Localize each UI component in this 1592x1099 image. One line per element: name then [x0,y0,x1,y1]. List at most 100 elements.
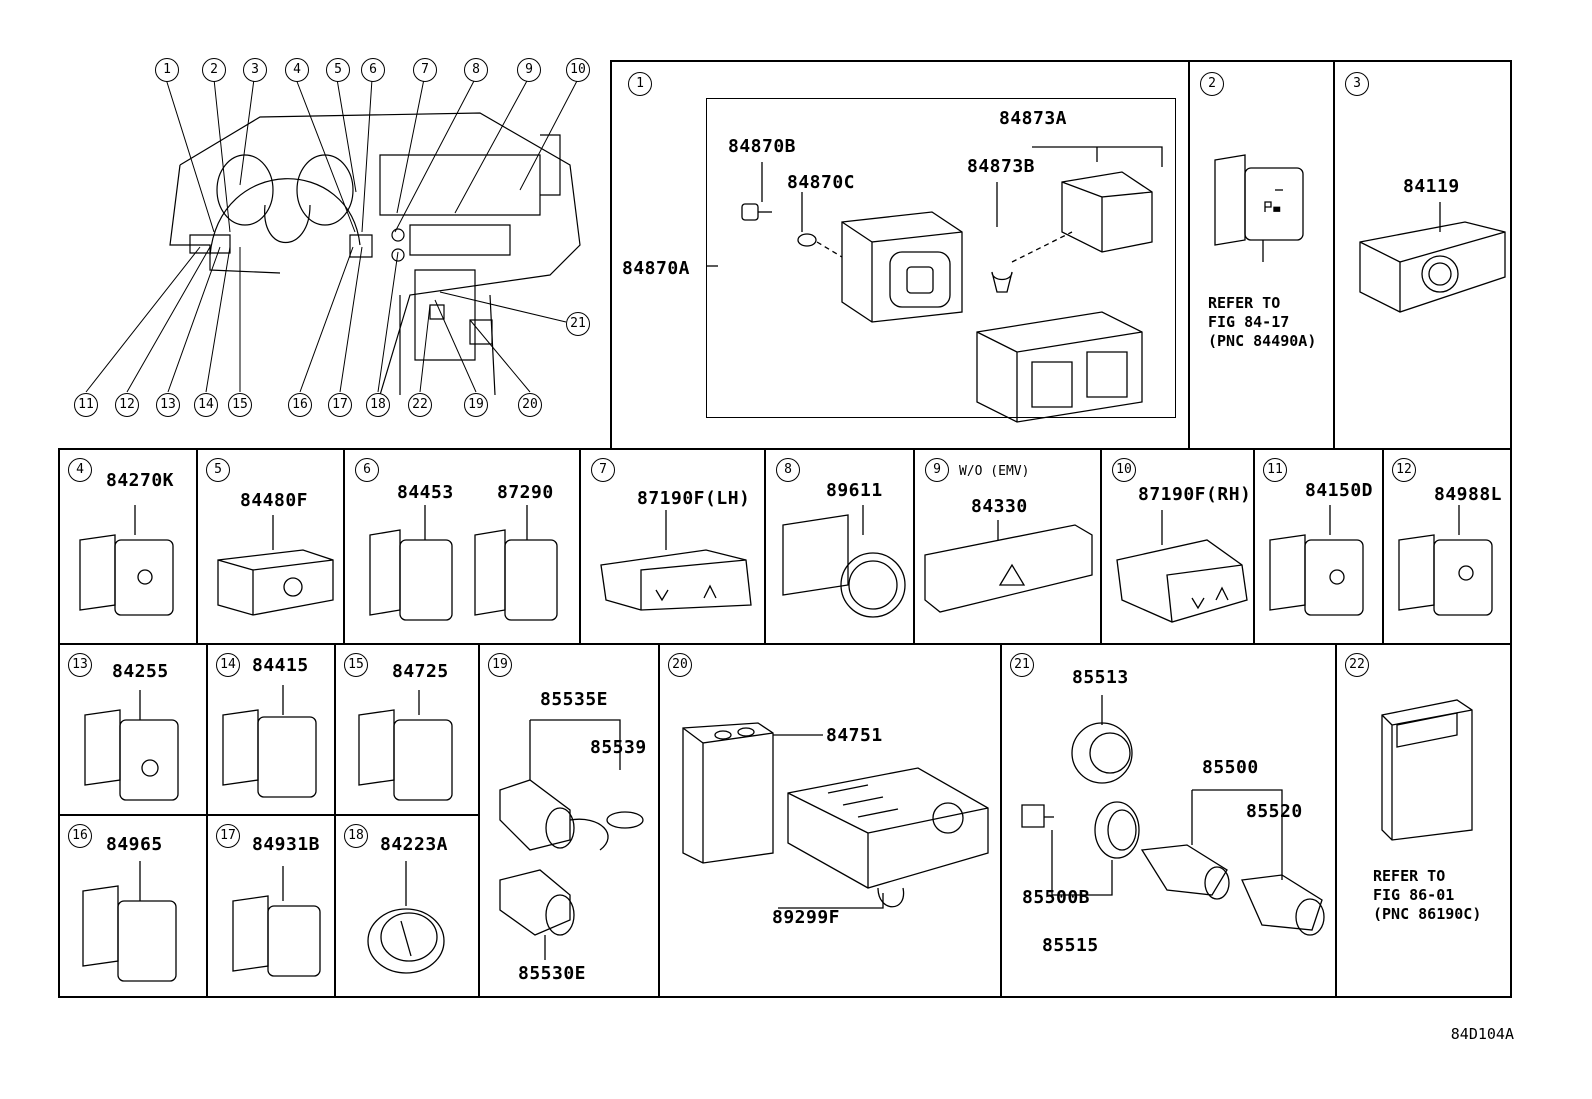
callout-20: 20 [518,393,542,417]
switch-icon [1265,505,1375,635]
callout-11: 11 [74,393,98,417]
switch-icon [228,866,328,986]
cell-7: 7 87190F(LH) [579,448,766,645]
part-number: 85500B [1022,887,1091,908]
part-number: 84870B [728,136,797,157]
part-number: 85500 [1202,757,1259,778]
cigarette-lighter-icon [1012,695,1332,935]
cell-5: 5 84480F [196,448,345,645]
part-number: 84988L [1434,484,1503,505]
callout-9: 9 [517,58,541,82]
callout-1: 1 [155,58,179,82]
part-number: 89299F [772,907,841,928]
cell-20: 20 84751 89299F [658,643,1002,998]
switch-icon [354,690,464,810]
cell-index: 18 [344,824,368,848]
part-number: 84870A [622,258,691,279]
cell-index: 22 [1345,653,1369,677]
switch-icon [80,690,190,810]
part-number: 84270K [106,470,175,491]
part-number: 85530E [518,963,587,984]
cell-index: 1 [628,72,652,96]
callout-17: 17 [328,393,352,417]
callout-8: 8 [464,58,488,82]
part-number: 84873B [967,156,1036,177]
part-number: 85513 [1072,667,1129,688]
cell-index: 11 [1263,458,1287,482]
callout-22: 22 [408,393,432,417]
temp-switch-icon [1112,510,1252,630]
callout-leader-lines-icon [0,0,600,420]
cell-index: 13 [68,653,92,677]
part-number: 84931B [252,834,321,855]
cell-17: 17 84931B [206,814,336,998]
cell-10: 10 87190F(RH) [1100,448,1255,645]
cell-14: 14 84415 [206,643,336,816]
cell-index: 15 [344,653,368,677]
part-number: 87290 [497,482,554,503]
callout-5: 5 [326,58,350,82]
cell-1-frame [706,98,1176,418]
parking-sensor-switch-icon: ≡ [1205,150,1315,262]
callout-4: 4 [285,58,309,82]
cell-6: 6 84453 87290 [343,448,581,645]
callout-19: 19 [464,393,488,417]
part-number: 85515 [1042,935,1099,956]
cell-1: 1 84870B 84870C 84873A 84873B 84870A [610,60,1190,450]
svg-text:≡: ≡ [1273,205,1281,215]
cell-19: 19 85535E 85539 85530E [478,643,660,998]
part-number: 84480F [240,490,309,511]
refer-note: REFER TO FIG 84-17 (PNC 84490A) [1208,294,1317,350]
callout-15: 15 [228,393,252,417]
cell-2: 2 ≡ REFER TO FIG 84-17 (PNC 84490A) [1188,60,1335,450]
part-number: 84965 [106,834,163,855]
part-number: 89611 [826,480,883,501]
part-number: 84119 [1403,176,1460,197]
cell-index: 17 [216,824,240,848]
callout-13: 13 [156,393,180,417]
cell-8: 8 89611 [764,448,915,645]
callout-18: 18 [366,393,390,417]
switch-icon [213,515,338,625]
temp-switch-icon [596,510,756,620]
cell-15: 15 84725 [334,643,480,816]
cell-index: 21 [1010,653,1034,677]
part-number: 84453 [397,482,454,503]
cell-9: 9 W/O (EMV) 84330 [913,448,1102,645]
part-number: 85520 [1246,801,1303,822]
cell-index: 20 [668,653,692,677]
cell-index: 9 [925,458,949,482]
cell-index: 6 [355,458,379,482]
callout-16: 16 [288,393,312,417]
callout-2: 2 [202,58,226,82]
part-number: 84223A [380,834,449,855]
variant-label: W/O (EMV) [959,464,1030,479]
part-number: 84873A [999,108,1068,129]
callout-21: 21 [566,312,590,336]
cell-index: 2 [1200,72,1224,96]
cell-index: 4 [68,458,92,482]
part-number: 87190F(RH) [1138,484,1252,505]
cell-index: 5 [206,458,230,482]
part-number: 84870C [787,172,856,193]
power-outlet-icon [490,720,650,960]
cell-4: 4 84270K [58,448,198,645]
part-number: 84255 [112,661,169,682]
callout-6: 6 [361,58,385,82]
cell-index: 8 [776,458,800,482]
cell-index: 14 [216,653,240,677]
start-button-icon [778,505,908,635]
part-number: 84725 [392,661,449,682]
cell-index: 16 [68,824,92,848]
part-number: 84330 [971,496,1028,517]
cell-21: 21 85513 85500 85520 85500B 85515 [1000,643,1337,998]
callout-14: 14 [194,393,218,417]
switch-icon [1377,695,1477,845]
console-switch-panel-icon [678,723,998,923]
cell-18: 18 84223A [334,814,480,998]
switch-icon [75,505,185,635]
callout-10: 10 [566,58,590,82]
cell-index: 3 [1345,72,1369,96]
cell-index: 10 [1112,458,1136,482]
